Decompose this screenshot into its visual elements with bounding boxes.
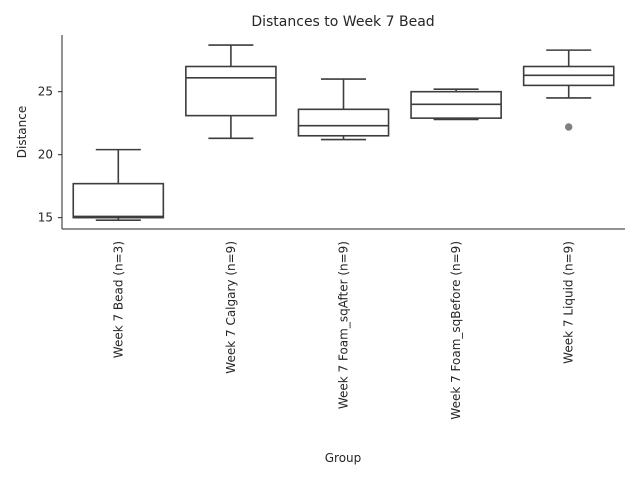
x-axis-ticks: Week 7 Bead (n=3) Week 7 Calgary (n=9) Wee…: [111, 241, 575, 420]
x-tick-label: Week 7 Calgary (n=9): [224, 241, 238, 374]
y-axis-ticks: 15 20 25: [38, 85, 62, 225]
iqr-box: [185, 65, 277, 117]
y-axis-label: Distance: [15, 106, 29, 158]
y-tick-label: 25: [38, 85, 53, 99]
box-group: [410, 88, 502, 121]
x-tick-label: Week 7 Liquid (n=9): [562, 241, 576, 364]
x-tick-label: Week 7 Foam_sqBefore (n=9): [449, 241, 463, 420]
x-tick-label: Week 7 Bead (n=3): [111, 241, 125, 358]
x-axis-label: Group: [325, 451, 362, 465]
chart-title: Distances to Week 7 Bead: [251, 14, 434, 30]
iqr-box: [72, 182, 165, 219]
box-group: [185, 44, 277, 140]
x-tick-label: Week 7 Foam_sqAfter (n=9): [337, 241, 351, 409]
y-tick-label: 20: [38, 148, 53, 162]
y-tick-label: 15: [38, 211, 53, 225]
outlier-point: [565, 123, 573, 131]
box-group: [522, 49, 615, 131]
box-series: [72, 44, 615, 221]
box-group: [297, 78, 390, 141]
iqr-box: [297, 108, 390, 137]
box-group: [72, 148, 165, 221]
